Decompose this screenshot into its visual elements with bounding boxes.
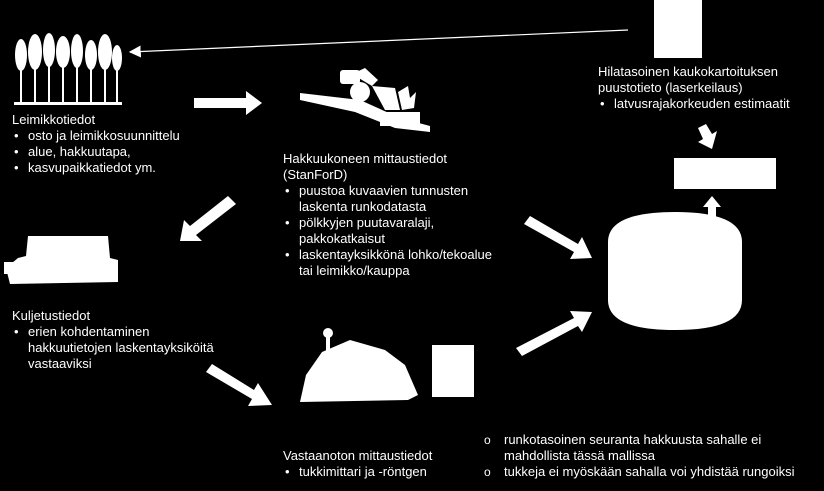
harvester-data-item-cont: laskenta runkodatasta: [299, 199, 427, 214]
remote-sensing-title: Hilatasoinen kaukokartoituksen: [598, 64, 778, 79]
arrow-harvester-to-database: [524, 216, 592, 259]
reception-data-item: tukkimittari ja -röntgen: [283, 464, 483, 480]
stand-data-item: alue, hakkuutapa,: [12, 144, 192, 160]
notes-block: runkotasoinen seuranta hakkuusta sahalle…: [484, 432, 824, 480]
transport-data-item: erien kohdentaminen: [12, 324, 222, 340]
note-item: tukkeja ei myöskään sahalla voi yhdistää…: [484, 464, 824, 480]
database-icon: [608, 212, 742, 330]
transport-data-item-cont: hakkuutietojen laskentayksiköitä: [28, 340, 214, 355]
arrow-database-to-box: [703, 196, 721, 218]
result-box: [674, 158, 776, 189]
harvester-data-item: pölkkyjen puutavaralaji,: [283, 215, 513, 231]
forest-icon: [14, 33, 122, 105]
transport-data-title: Kuljetustiedot: [12, 308, 91, 323]
remote-sensing-item: latvusrajakorkeuden estimaatit: [598, 96, 824, 112]
stand-data-item: kasvupaikkatiedot ym.: [12, 160, 192, 176]
stand-data-block: Leimikkotiedot osto ja leimikkosuunnitte…: [12, 112, 192, 176]
arrow-transport-to-reception: [206, 364, 272, 406]
remote-sensing-image: [654, 0, 702, 58]
log-pile-icon: [300, 328, 418, 402]
stand-data-title: Leimikkotiedot: [12, 112, 96, 127]
arrow-harvester-to-transport: [180, 196, 236, 241]
xray-image: [432, 345, 474, 397]
harvester-data-item: laskentayksikkönä lohko/tekoalue: [283, 247, 513, 263]
harvester-data-item-cont: pakkokatkaisut: [299, 231, 385, 246]
harvester-data-item: puustoa kuvaavien tunnusten: [283, 183, 513, 199]
harvester-icon: [300, 68, 430, 132]
arrow-reception-to-database: [516, 311, 592, 356]
harvester-data-item-cont: tai leimikko/kauppa: [299, 263, 410, 278]
forwarder-icon: [4, 236, 118, 284]
remote-sensing-block: Hilatasoinen kaukokartoituksen puustotie…: [598, 64, 824, 112]
transport-data-block: Kuljetustiedot erien kohdentaminen hakku…: [12, 308, 222, 372]
note-item: runkotasoinen seuranta hakkuusta sahalle…: [484, 432, 824, 448]
harvester-data-subtitle: (StanForD): [283, 167, 348, 182]
harvester-data-block: Hakkuukoneen mittaustiedot (StanForD) pu…: [283, 151, 513, 279]
transport-data-item-cont: vastaaviksi: [28, 356, 92, 371]
remote-sensing-subtitle: puustotieto (laserkeilaus): [598, 80, 743, 95]
arrow-stand-to-harvester: [194, 91, 262, 115]
note-item-cont: mahdollista tässä mallissa: [504, 448, 656, 463]
harvester-data-title: Hakkuukoneen mittaustiedot: [283, 151, 448, 166]
arrow-remote-sensing-to-box: [698, 124, 717, 149]
arrow-harvester-to-stand: [128, 29, 629, 58]
reception-data-block: Vastaanoton mittaustiedot tukkimittari j…: [283, 448, 483, 480]
stand-data-item: osto ja leimikkosuunnittelu: [12, 128, 192, 144]
reception-data-title: Vastaanoton mittaustiedot: [283, 448, 433, 463]
